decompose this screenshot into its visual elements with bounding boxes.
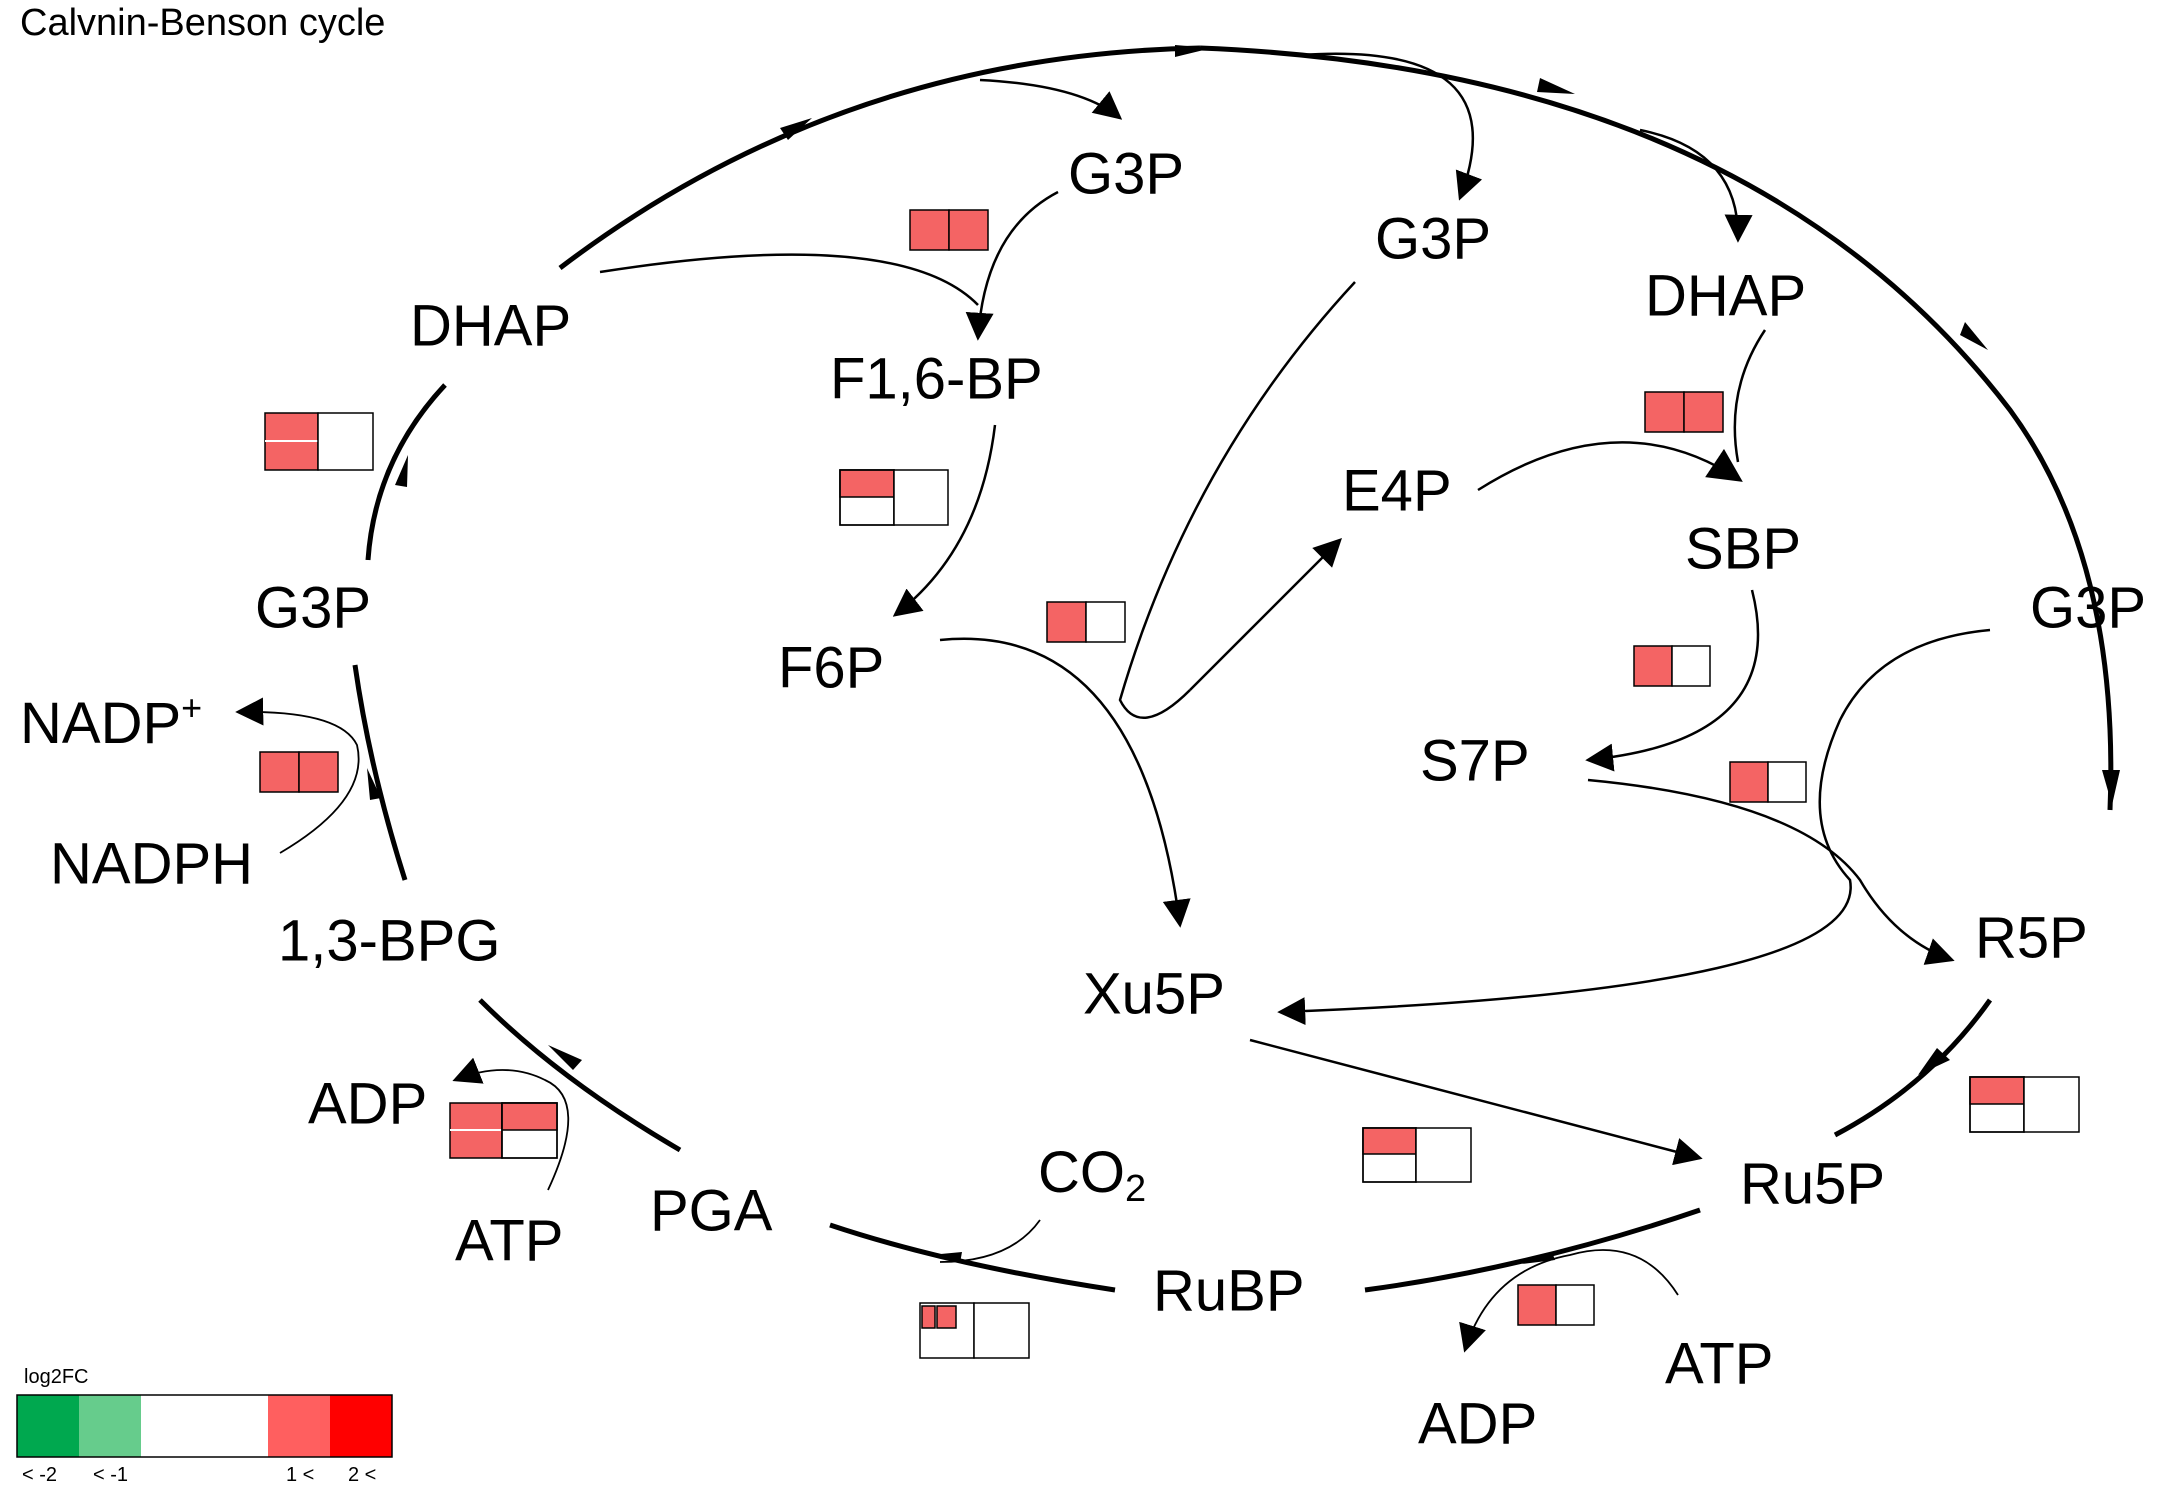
diagram-title: Calvnin-Benson cycle [20, 2, 385, 44]
label-g3p-top: G3P [1068, 141, 1184, 206]
cycle-arrowhead [930, 1252, 962, 1263]
reaction-arrows [235, 52, 1991, 1353]
label-e4p: E4P [1342, 458, 1452, 523]
cycle-arrowhead [2102, 770, 2120, 805]
legend-tick-3: 1 < [286, 1464, 314, 1486]
heatmap-rpi [1969, 1076, 2080, 1133]
label-adp-left: ADP [308, 1071, 427, 1136]
heatmap-prk [1517, 1284, 1595, 1326]
cycle-arrowhead [780, 118, 812, 140]
legend-title: log2FC [24, 1366, 88, 1388]
legend: log2FC < -2 < -1 1 < 2 < [16, 1366, 393, 1486]
legend-tick-2: < -1 [93, 1464, 128, 1486]
label-sbp: SBP [1685, 516, 1801, 581]
heatmap-sbpase [1633, 645, 1711, 687]
label-dhap-left: DHAP [410, 293, 571, 358]
metabolite-labels: DHAP G3P NADP+ NADPH 1,3-BPG ADP ATP PGA… [20, 141, 2146, 1456]
label-s7p: S7P [1420, 728, 1530, 793]
cycle-arrowhead [367, 768, 381, 800]
label-g3p-mid: G3P [1375, 206, 1491, 271]
heatmap-sbp-aldolase [1644, 391, 1724, 433]
label-nadph: NADPH [50, 831, 253, 896]
label-13bpg: 1,3-BPG [278, 908, 500, 973]
main-cycle [352, 45, 2120, 1293]
label-f6p: F6P [778, 635, 884, 700]
heatmap-rpe [1362, 1127, 1472, 1183]
label-f16bp: F1,6-BP [830, 346, 1043, 411]
label-co2: CO2 [1038, 1140, 1146, 1210]
heatmap-gapdh [259, 751, 339, 793]
label-r5p: R5P [1975, 905, 2088, 970]
legend-tick-1: < -2 [22, 1464, 57, 1486]
label-adp-bottom: ADP [1418, 1391, 1537, 1456]
label-nadp: NADP+ [20, 687, 202, 757]
legend-swatch [330, 1395, 392, 1457]
cycle-arrowhead [395, 455, 408, 487]
heatmap-s7p-transketolase [1729, 761, 1807, 803]
label-g3p-right: G3P [2030, 575, 2146, 640]
heatmap-fbpase [839, 469, 949, 526]
cycle-arrowhead [548, 1045, 582, 1070]
cycle-arrowhead [1537, 78, 1575, 94]
label-ru5p: Ru5P [1740, 1151, 1885, 1216]
legend-tick-4: 2 < [348, 1464, 376, 1486]
legend-swatch [17, 1395, 79, 1457]
label-rubp: RuBP [1153, 1258, 1305, 1323]
label-pga: PGA [650, 1178, 773, 1243]
legend-swatch [141, 1395, 268, 1457]
legend-swatch [79, 1395, 141, 1457]
cycle-arrowhead [1960, 322, 1988, 350]
cycle-arrowhead [1918, 1048, 1950, 1075]
label-xu5p: Xu5P [1083, 961, 1225, 1026]
label-dhap-right: DHAP [1645, 263, 1806, 328]
label-g3p-left: G3P [255, 575, 371, 640]
legend-swatch [268, 1395, 330, 1457]
label-atp-left: ATP [455, 1208, 564, 1273]
label-atp-bottom: ATP [1665, 1331, 1774, 1396]
heatmap-transketolase [1046, 601, 1126, 643]
cycle-arrowhead [1175, 45, 1212, 57]
heatmap-aldolase [909, 209, 989, 251]
heatmap-pgk [449, 1102, 558, 1159]
legend-color-scale [17, 1395, 392, 1457]
heatmap-boxes [259, 209, 2080, 1359]
heatmap-rubisco [919, 1302, 1030, 1359]
heatmap-tpi-left [264, 412, 374, 471]
